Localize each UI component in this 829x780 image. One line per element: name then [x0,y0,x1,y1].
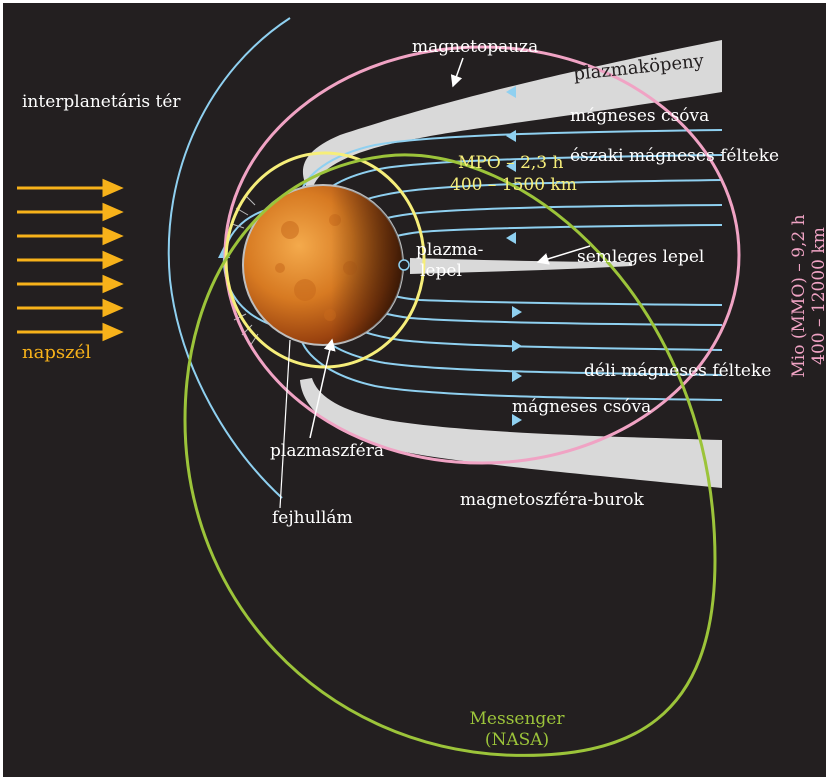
label-solar-wind: napszél [22,342,91,363]
label-mpo-period: MPO – 2,3 h [458,153,564,173]
magnetosheath-south-band [300,378,722,488]
label-mpo-altitude: 400 – 1500 km [450,175,577,195]
bow-shock-curve [167,17,291,499]
plasma-sheet-cusp [398,259,410,271]
field-direction-arrows [506,86,522,426]
label-messenger-1: Messenger [470,709,566,729]
neutral-sheet-pointer [536,245,591,265]
label-interplanetary-space: interplanetáris tér [22,92,181,112]
label-bow-shock: fejhullám [272,508,353,528]
label-plasma-sheet-2: lepel [420,261,462,281]
plasmasphere-pointer [309,338,336,439]
label-magnetic-tail-south: mágneses csóva [512,397,651,417]
bow-shock-pointer [279,339,291,509]
label-magnetopause: magnetopauza [412,37,538,57]
label-mio-altitude: 400 – 12000 km [809,227,829,365]
label-plasmasphere: plazmaszféra [270,441,384,461]
label-magnetosheath: magnetoszféra-burok [460,490,644,510]
label-mio-period: Mio (MMO) – 9,2 h [789,214,809,377]
label-south-hemisphere: déli mágneses félteke [584,361,771,381]
solar-wind-arrows [17,178,124,342]
messenger-orbit [183,153,717,757]
label-north-hemisphere: északi mágneses félteke [570,146,779,166]
magnetopause-pointer [450,57,464,88]
plasma-sheet-band [410,258,632,274]
label-plasma-sheet-1: plazma- [416,240,483,260]
planet-night-shade [243,185,403,345]
label-neutral-sheet: semleges lepel [577,247,704,267]
label-magnetic-tail-north: mágneses csóva [570,106,709,126]
label-messenger-2: (NASA) [485,730,549,750]
